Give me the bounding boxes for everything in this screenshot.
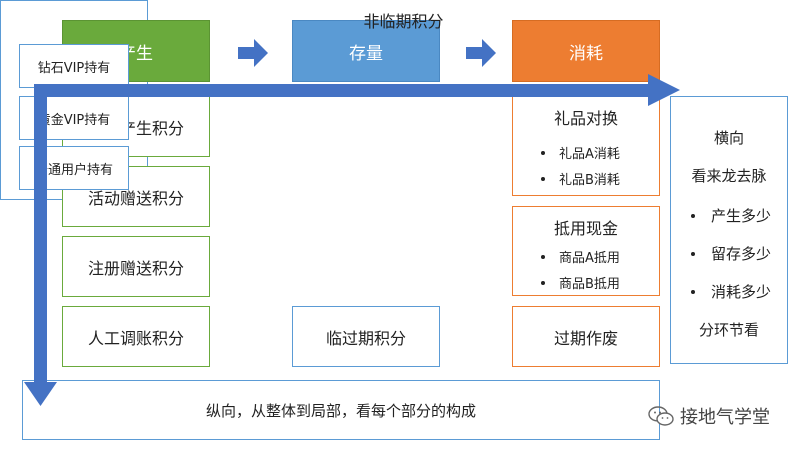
- consume-cash-group: 抵用现金 商品A抵用 商品B抵用: [512, 206, 660, 296]
- horizontal-item: 留存多少: [691, 243, 771, 264]
- consume-gift-item-label: 礼品B消耗: [559, 173, 620, 188]
- horizontal-subtitle: 看来龙去脉: [691, 167, 767, 185]
- stock-holder-label: 钻石VIP持有: [37, 60, 111, 76]
- bullet-icon: [691, 251, 695, 256]
- horizontal-panel: 横向 看来龙去脉 产生多少 留存多少 消耗多少 分环节看: [670, 96, 788, 364]
- horizontal-title: 横向: [713, 129, 744, 147]
- horizontal-item: 消耗多少: [691, 281, 771, 302]
- produce-item-register: 注册赠送积分: [62, 236, 210, 297]
- bullet-icon: [541, 280, 545, 285]
- header-stock: 存量: [292, 20, 440, 82]
- horizontal-arrow-shaft: [40, 84, 650, 97]
- bullet-icon: [541, 176, 545, 181]
- produce-item-label: 人工调账积分: [87, 328, 184, 348]
- horizontal-arrow-head: [648, 74, 680, 106]
- bullet-icon: [541, 254, 545, 259]
- consume-gift-group: 礼品对换 礼品A消耗 礼品B消耗: [512, 96, 660, 196]
- horizontal-item-label: 消耗多少: [711, 283, 772, 301]
- horizontal-item-label: 留存多少: [711, 245, 772, 263]
- header-consume-label: 消耗: [569, 43, 603, 64]
- produce-item-manual: 人工调账积分: [62, 306, 210, 367]
- horizontal-footer: 分环节看: [698, 321, 759, 339]
- consume-gift-item: 礼品A消耗: [541, 143, 620, 162]
- vertical-arrow-shaft: [34, 84, 47, 384]
- produce-item-label: 注册赠送积分: [87, 258, 184, 278]
- bullet-icon: [691, 289, 695, 294]
- consume-cash-item: 商品A抵用: [541, 247, 620, 266]
- header-consume: 消耗: [512, 20, 660, 82]
- wechat-icon: [648, 406, 674, 426]
- produce-item-label: 活动赠送积分: [87, 188, 184, 208]
- consume-gift-title: 礼品对换: [553, 109, 618, 128]
- stock-non-expiring-title: 非临期积分: [363, 12, 444, 31]
- header-stock-label: 存量: [349, 43, 383, 64]
- consume-expired: 过期作废: [512, 306, 660, 367]
- consume-cash-item-label: 商品B抵用: [559, 277, 620, 292]
- arrow-produce-to-stock-icon: [238, 39, 268, 67]
- consume-cash-item-label: 商品A抵用: [559, 251, 620, 266]
- stock-expiring-label: 临过期积分: [325, 328, 406, 348]
- consume-gift-item: 礼品B消耗: [541, 169, 620, 188]
- stock-holder-diamond: 钻石VIP持有: [19, 44, 129, 88]
- bullet-icon: [541, 150, 545, 155]
- watermark-label: 接地气学堂: [680, 407, 770, 428]
- watermark: 接地气学堂: [648, 403, 770, 429]
- consume-cash-item: 商品B抵用: [541, 273, 620, 292]
- bullet-icon: [691, 213, 695, 218]
- stock-expiring: 临过期积分: [292, 306, 440, 367]
- consume-expired-label: 过期作废: [553, 328, 618, 348]
- consume-gift-item-label: 礼品A消耗: [559, 147, 620, 162]
- consume-cash-title: 抵用现金: [553, 219, 618, 238]
- vertical-arrow-head: [24, 382, 57, 406]
- horizontal-item-label: 产生多少: [711, 207, 772, 225]
- stock-holder-label: 黄金VIP持有: [37, 112, 111, 128]
- horizontal-item: 产生多少: [691, 205, 771, 226]
- arrow-stock-to-consume-icon: [466, 39, 496, 67]
- stock-holder-label: 普通用户持有: [34, 162, 113, 178]
- vertical-panel: 纵向，从整体到局部，看每个部分的构成: [22, 380, 660, 440]
- vertical-note: 纵向，从整体到局部，看每个部分的构成: [205, 401, 476, 420]
